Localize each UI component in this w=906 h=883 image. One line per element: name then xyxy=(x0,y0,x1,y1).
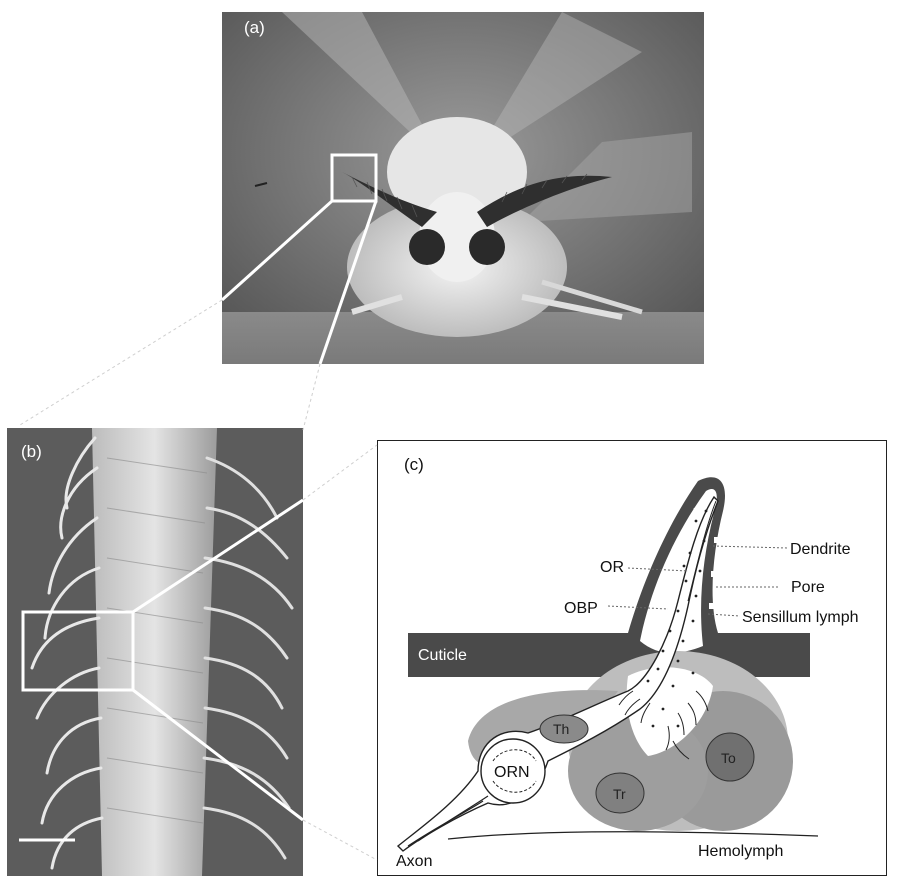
label-hemolymph: Hemolymph xyxy=(698,843,783,860)
connector-b-c-top xyxy=(303,445,377,500)
label-pore: Pore xyxy=(791,579,825,596)
panel-b-label: (b) xyxy=(21,442,42,462)
cuticle xyxy=(408,477,810,677)
label-sensillum-lymph: Sensillum lymph xyxy=(742,609,858,626)
panel-c-label: (c) xyxy=(404,455,424,475)
label-axon: Axon xyxy=(396,853,432,870)
label-to: To xyxy=(721,750,736,766)
sensillum-schematic: Dendrite OR Pore OBP Sensillum lymph Cut… xyxy=(378,441,887,876)
panel-a-moth-photo: (a) xyxy=(222,12,704,364)
moth-photo-illustration xyxy=(222,12,704,364)
connector-a-b-left xyxy=(20,300,222,425)
panel-c-sensillum-diagram: Dendrite OR Pore OBP Sensillum lymph Cut… xyxy=(377,440,887,876)
label-obp: OBP xyxy=(564,600,598,617)
antenna-micrograph-illustration xyxy=(7,428,303,876)
label-th: Th xyxy=(553,721,569,737)
connector-b-c-bottom xyxy=(303,820,377,860)
panel-a-label: (a) xyxy=(244,18,265,38)
label-cuticle: Cuticle xyxy=(418,647,467,664)
label-orn: ORN xyxy=(494,764,530,781)
label-dendrite: Dendrite xyxy=(790,541,851,558)
label-tr: Tr xyxy=(613,786,626,802)
panel-b-antenna-micrograph: (b) xyxy=(7,428,303,876)
label-or: OR xyxy=(600,559,624,576)
connector-a-b-right xyxy=(303,364,320,430)
